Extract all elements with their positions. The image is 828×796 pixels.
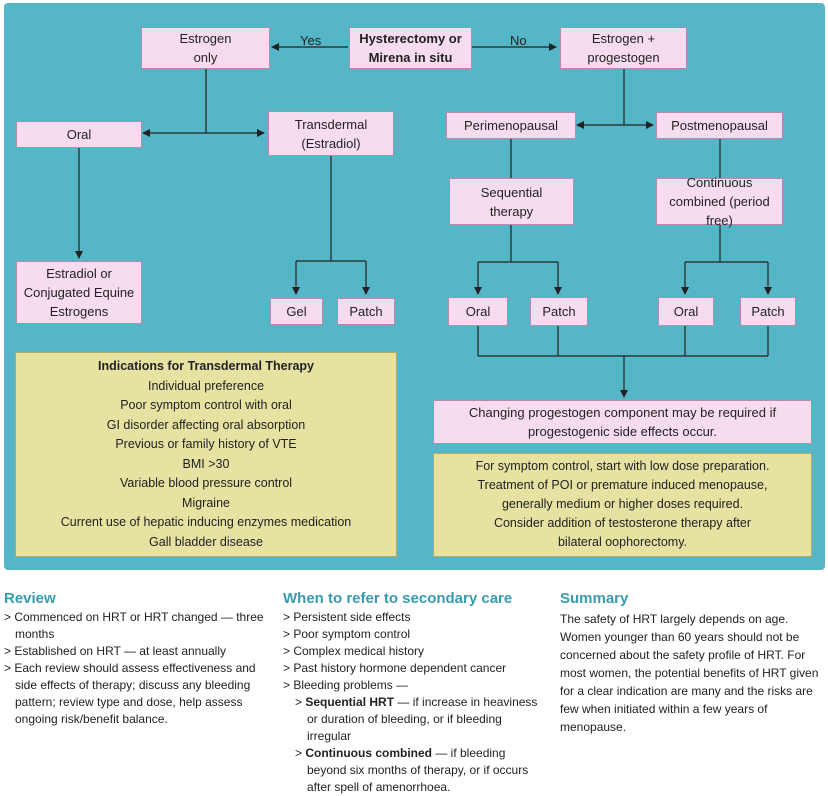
estrogen-only-box: Estrogen only [141, 27, 270, 69]
refer-item: > Bleeding problems — [283, 678, 409, 692]
estradiol-label: Estradiol or Conjugated Equine Estrogens [23, 266, 135, 319]
sub-marker: > [295, 746, 306, 760]
refer-subitem-continuous: > Continuous combined — if bleeding beyo… [283, 745, 545, 796]
review-item: > Established on HRT — at least annually [4, 644, 227, 658]
symptom-control-note: For symptom control, start with low dose… [433, 453, 812, 557]
indication-item: Individual preference [147, 378, 265, 393]
indication-item: Gall bladder disease [149, 534, 263, 549]
indications-note: Indications for Transdermal Therapy Indi… [15, 352, 397, 557]
indication-item: Variable blood pressure control [119, 476, 293, 490]
seq-oral-label: Oral [465, 304, 491, 319]
summary-title: Summary [560, 590, 629, 607]
sequential-hrt-text: — if increase in heaviness or duration o… [307, 695, 538, 743]
postmenopausal-box: Postmenopausal [656, 112, 783, 139]
gel-box: Gel [270, 298, 323, 325]
estrogen-progestogen-label: Estrogen + progestogen [587, 31, 660, 65]
continuous-combined-label: Continuous combined [305, 746, 432, 760]
transdermal-label: Transdermal (Estradiol) [294, 116, 368, 151]
transdermal-box: Transdermal (Estradiol) [268, 111, 394, 156]
symptom-note-line: For symptom control, start with low dose… [475, 459, 770, 473]
gel-label: Gel [286, 304, 307, 319]
estrogen-progestogen-box: Estrogen + progestogen [560, 27, 687, 69]
summary-section: Summary The safety of HRT largely depend… [560, 590, 822, 736]
root-label: Hysterectomy or Mirena in situ [359, 31, 462, 65]
perimenopausal-box: Perimenopausal [446, 112, 576, 139]
oral-label: Oral [66, 127, 92, 142]
changing-progestogen-box: Changing progestogen component may be re… [433, 400, 812, 444]
refer-subitem-sequential: > Sequential HRT — if increase in heavin… [283, 694, 545, 745]
sequential-label: Sequential therapy [480, 184, 543, 219]
yes-label: Yes [300, 33, 322, 48]
refer-title: When to refer to secondary care [283, 590, 513, 607]
cont-oral-label: Oral [673, 304, 699, 319]
postmenopausal-label: Postmenopausal [671, 118, 768, 133]
refer-section: When to refer to secondary care > Persis… [283, 590, 545, 796]
cont-patch-label: Patch [751, 304, 785, 319]
review-title: Review [4, 590, 56, 607]
estradiol-box: Estradiol or Conjugated Equine Estrogens [16, 261, 142, 324]
indication-item: Poor symptom control with oral [120, 398, 292, 412]
perimenopausal-label: Perimenopausal [464, 118, 558, 133]
cont-patch-box: Patch [740, 297, 796, 326]
root-box: Hysterectomy or Mirena in situ [349, 27, 472, 69]
indications-title: Indications for Transdermal Therapy [97, 359, 315, 373]
sub-marker: > [295, 695, 306, 709]
patch-box: Patch [337, 298, 395, 325]
review-section: Review > Commenced on HRT or HRT changed… [4, 590, 264, 728]
summary-text: The safety of HRT largely depends on age… [560, 612, 819, 734]
continuous-label: Continuous combined (period free) [669, 175, 770, 228]
estrogen-only-label: Estrogen only [179, 31, 232, 65]
indication-item: BMI >30 [182, 456, 230, 471]
patch-label: Patch [349, 304, 383, 319]
continuous-box: Continuous combined (period free) [656, 175, 783, 228]
cont-oral-box: Oral [658, 297, 714, 326]
indication-item: GI disorder affecting oral absorption [106, 417, 306, 432]
changing-progestogen-label: Changing progestogen component may be re… [468, 405, 777, 439]
refer-item: > Complex medical history [283, 644, 425, 658]
indication-item: Current use of hepatic inducing enzymes … [60, 515, 352, 529]
indication-item: Migraine [182, 495, 230, 510]
refer-item: > Poor symptom control [283, 627, 411, 641]
seq-patch-label: Patch [542, 304, 576, 319]
review-item: > Each review should assess effectivenes… [4, 661, 256, 726]
no-label: No [510, 33, 527, 48]
symptom-note-line: Treatment of POI or premature induced me… [477, 478, 768, 492]
refer-item: > Past history hormone dependent cancer [283, 661, 507, 675]
symptom-note-line: Consider addition of testosterone therap… [493, 516, 752, 530]
seq-oral-box: Oral [448, 297, 508, 326]
oral-box: Oral [16, 121, 142, 148]
indication-item: Previous or family history of VTE [115, 437, 297, 451]
seq-patch-box: Patch [530, 297, 588, 326]
review-item: > Commenced on HRT or HRT changed — thre… [4, 610, 264, 641]
sequential-hrt-label: Sequential HRT [305, 695, 395, 709]
symptom-note-line: bilateral oophorectomy. [557, 535, 687, 549]
symptom-note-line: generally medium or higher doses require… [501, 497, 744, 511]
sequential-box: Sequential therapy [449, 178, 574, 225]
refer-item: > Persistent side effects [283, 610, 411, 624]
